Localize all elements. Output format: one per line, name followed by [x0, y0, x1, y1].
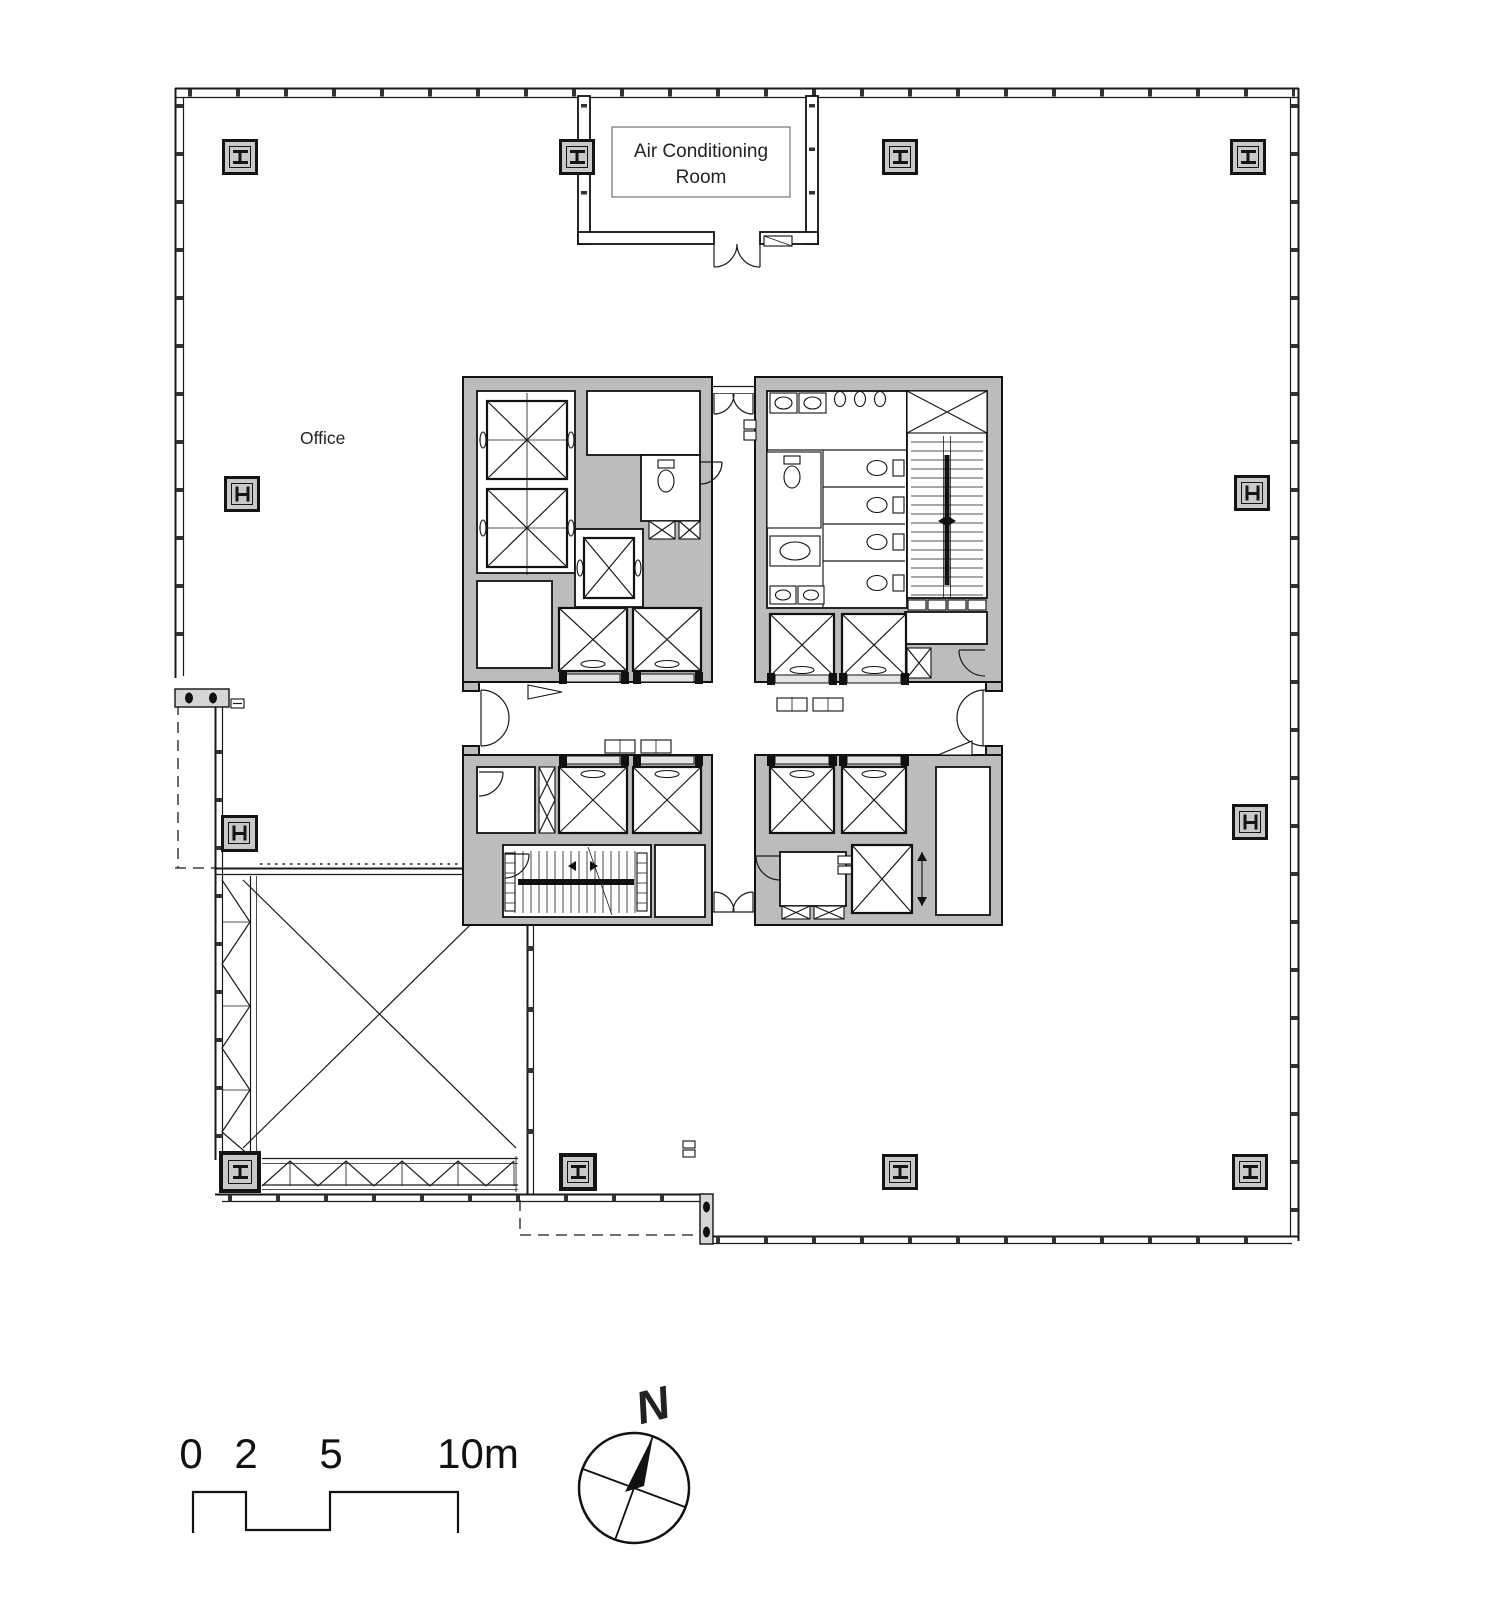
office-area-label: Office [300, 428, 346, 448]
steel-column-icon [566, 146, 588, 168]
steel-column-marker [882, 1154, 918, 1190]
i-beam-glyph [569, 150, 585, 164]
i-beam-glyph [1245, 485, 1259, 501]
north-needle [625, 1436, 653, 1492]
core-strip-doors [712, 385, 757, 913]
elevator-call-panels [604, 697, 844, 754]
steel-column-marker [222, 139, 258, 175]
steel-column-marker [1234, 475, 1270, 511]
toilet-stalls [866, 459, 905, 592]
steel-column-icon [227, 821, 251, 845]
steel-column-icon [1239, 811, 1261, 833]
steel-column-icon [889, 146, 911, 168]
steel-column-marker [1230, 139, 1266, 175]
i-beam-glyph [1240, 150, 1256, 164]
stair-upper-right [906, 390, 988, 611]
steel-column-icon [227, 1159, 253, 1185]
steel-column-marker [1232, 804, 1268, 840]
dashed-reference-lines [175, 704, 703, 1236]
restrooms [766, 390, 908, 609]
scale-bar [191, 1490, 460, 1533]
i-beam-glyph [235, 486, 249, 502]
urinals [833, 390, 887, 408]
steel-column-icon [1237, 146, 1259, 168]
i-beam-glyph [570, 1165, 586, 1179]
ac-room [577, 95, 819, 268]
elevator-bank-upper-right [767, 611, 988, 685]
ac-room-label-line2: Room [675, 166, 727, 188]
perimeter-curtain-wall [174, 87, 1300, 1245]
corridor [480, 684, 986, 756]
steel-column-marker [559, 1153, 597, 1191]
steel-column-icon [229, 146, 251, 168]
north-compass [577, 1431, 691, 1545]
ac-room-label-line1: Air Conditioning [633, 141, 769, 162]
i-beam-glyph [892, 1165, 908, 1179]
steel-column-icon [1239, 1161, 1261, 1183]
elevator-bank-lower-right [755, 754, 991, 920]
scale-tick-5: 5 [319, 1430, 343, 1477]
i-beam-glyph [1243, 814, 1257, 830]
steel-column-icon [567, 1161, 589, 1183]
horizontal-truss [261, 1156, 518, 1192]
scale-tick-0: 0 [179, 1430, 203, 1477]
toilet [657, 459, 675, 493]
steel-column-marker [882, 139, 918, 175]
elevator-bank-lower-left [476, 754, 703, 835]
ac-room-label-box [611, 126, 791, 198]
steel-column-icon [231, 483, 253, 505]
i-beam-glyph [1242, 1165, 1258, 1179]
ac-room-label: Air Conditioning Room [612, 139, 790, 190]
steel-column-marker [219, 1151, 261, 1193]
scale-tick-2: 2 [234, 1430, 258, 1477]
i-beam-glyph [232, 150, 248, 164]
steel-column-icon [1241, 482, 1263, 504]
vertical-truss [221, 876, 257, 1157]
i-beam-glyph [892, 150, 908, 164]
sinks [769, 392, 827, 605]
scale-tick-10m: 10m [437, 1430, 519, 1477]
elevator-bank-upper-left [476, 390, 723, 684]
steel-column-icon [889, 1161, 911, 1183]
ac-room-door [713, 243, 761, 268]
i-beam-glyph [232, 1165, 248, 1179]
steel-column-marker [559, 139, 595, 175]
steel-column-marker [224, 476, 260, 512]
stair-lower-left [502, 844, 706, 918]
steel-column-marker [1232, 1154, 1268, 1190]
i-beam-glyph [232, 825, 246, 841]
steel-column-marker [220, 814, 258, 852]
